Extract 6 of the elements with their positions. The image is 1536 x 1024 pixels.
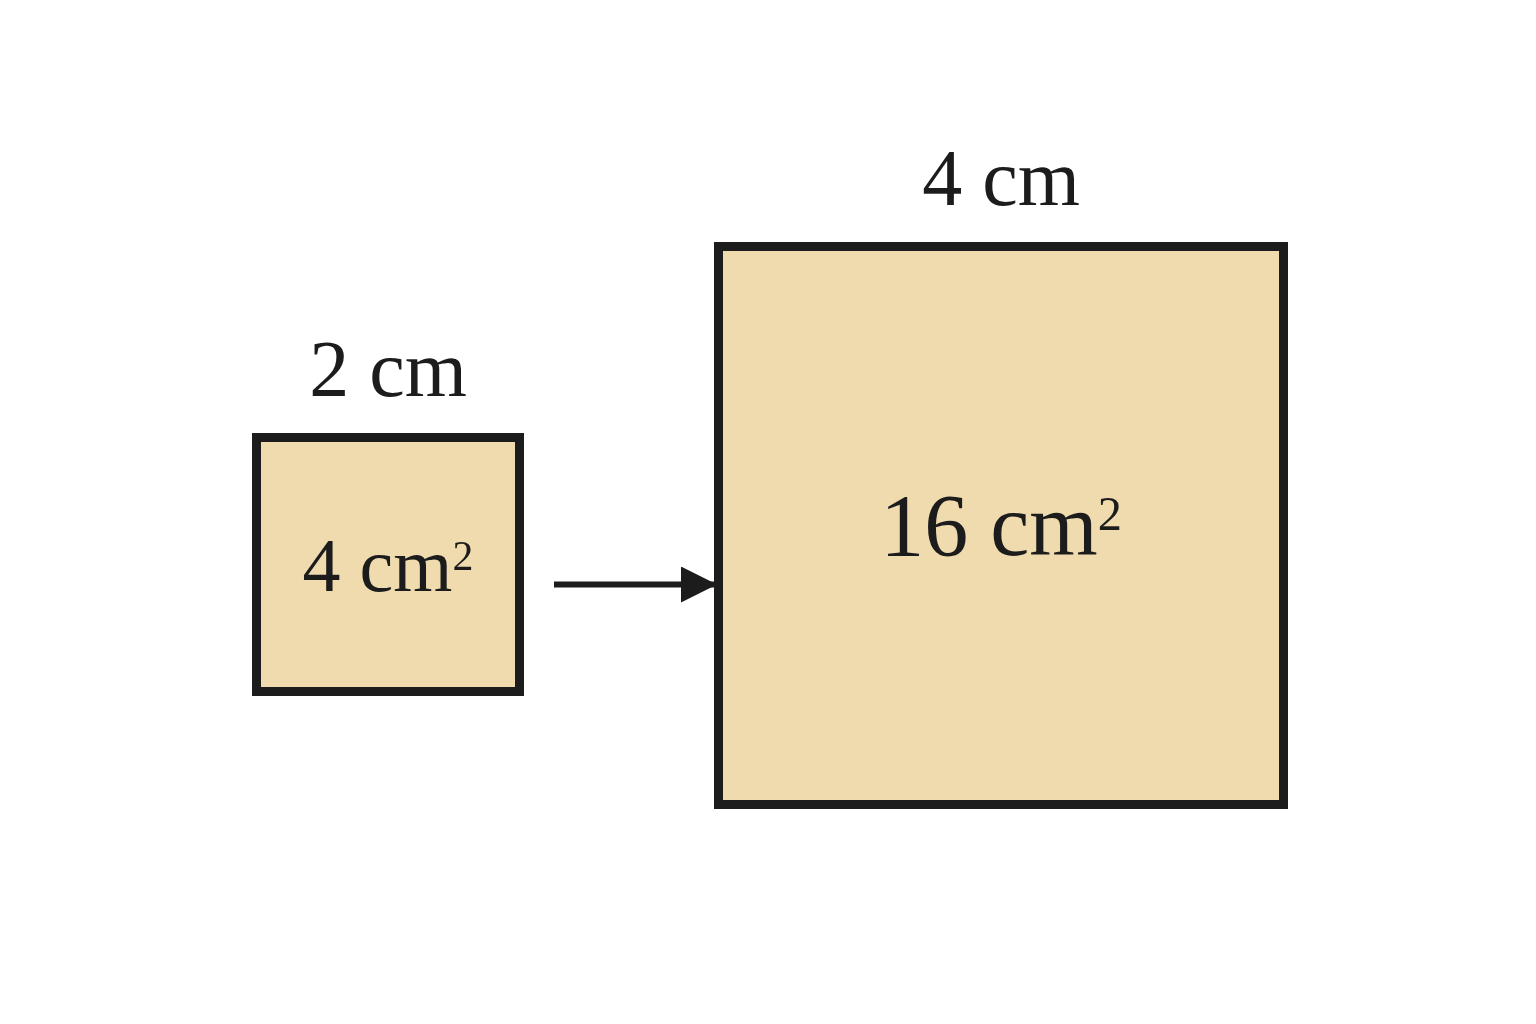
area-label: 16 cm$^{2}$ — [880, 481, 1122, 570]
square — [714, 242, 1288, 809]
area-label: 4 cm$^{2}$ — [302, 526, 474, 603]
dimension-label: 2 cm — [308, 329, 468, 409]
dimension-label: 4 cm — [921, 138, 1081, 218]
square — [252, 433, 524, 696]
